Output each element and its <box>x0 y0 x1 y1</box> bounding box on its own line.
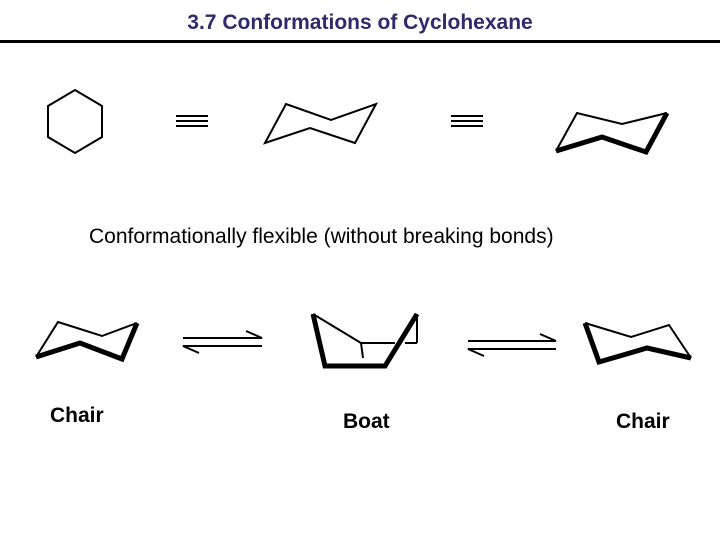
equilibrium-arrows-icon-left <box>182 330 263 354</box>
equilibrium-arrows-icon-right <box>467 333 557 357</box>
chair-right-label: Chair <box>616 410 670 433</box>
hexagon-icon <box>47 88 103 155</box>
chair-left-icon <box>35 320 140 363</box>
equivalent-sign-icon-1 <box>176 115 208 127</box>
equivalent-sign-icon-2 <box>451 115 483 127</box>
chair-right-icon <box>582 322 692 366</box>
chair-wedge-icon-top <box>555 111 670 156</box>
title-rule <box>0 40 720 43</box>
slide-title: 3.7 Conformations of Cyclohexane <box>187 11 533 34</box>
boat-icon <box>310 312 420 369</box>
chair-outline-icon <box>262 102 379 145</box>
flexibility-caption: Conformationally flexible (without break… <box>89 225 554 248</box>
chair-left-label: Chair <box>50 404 104 427</box>
boat-label: Boat <box>343 410 390 433</box>
